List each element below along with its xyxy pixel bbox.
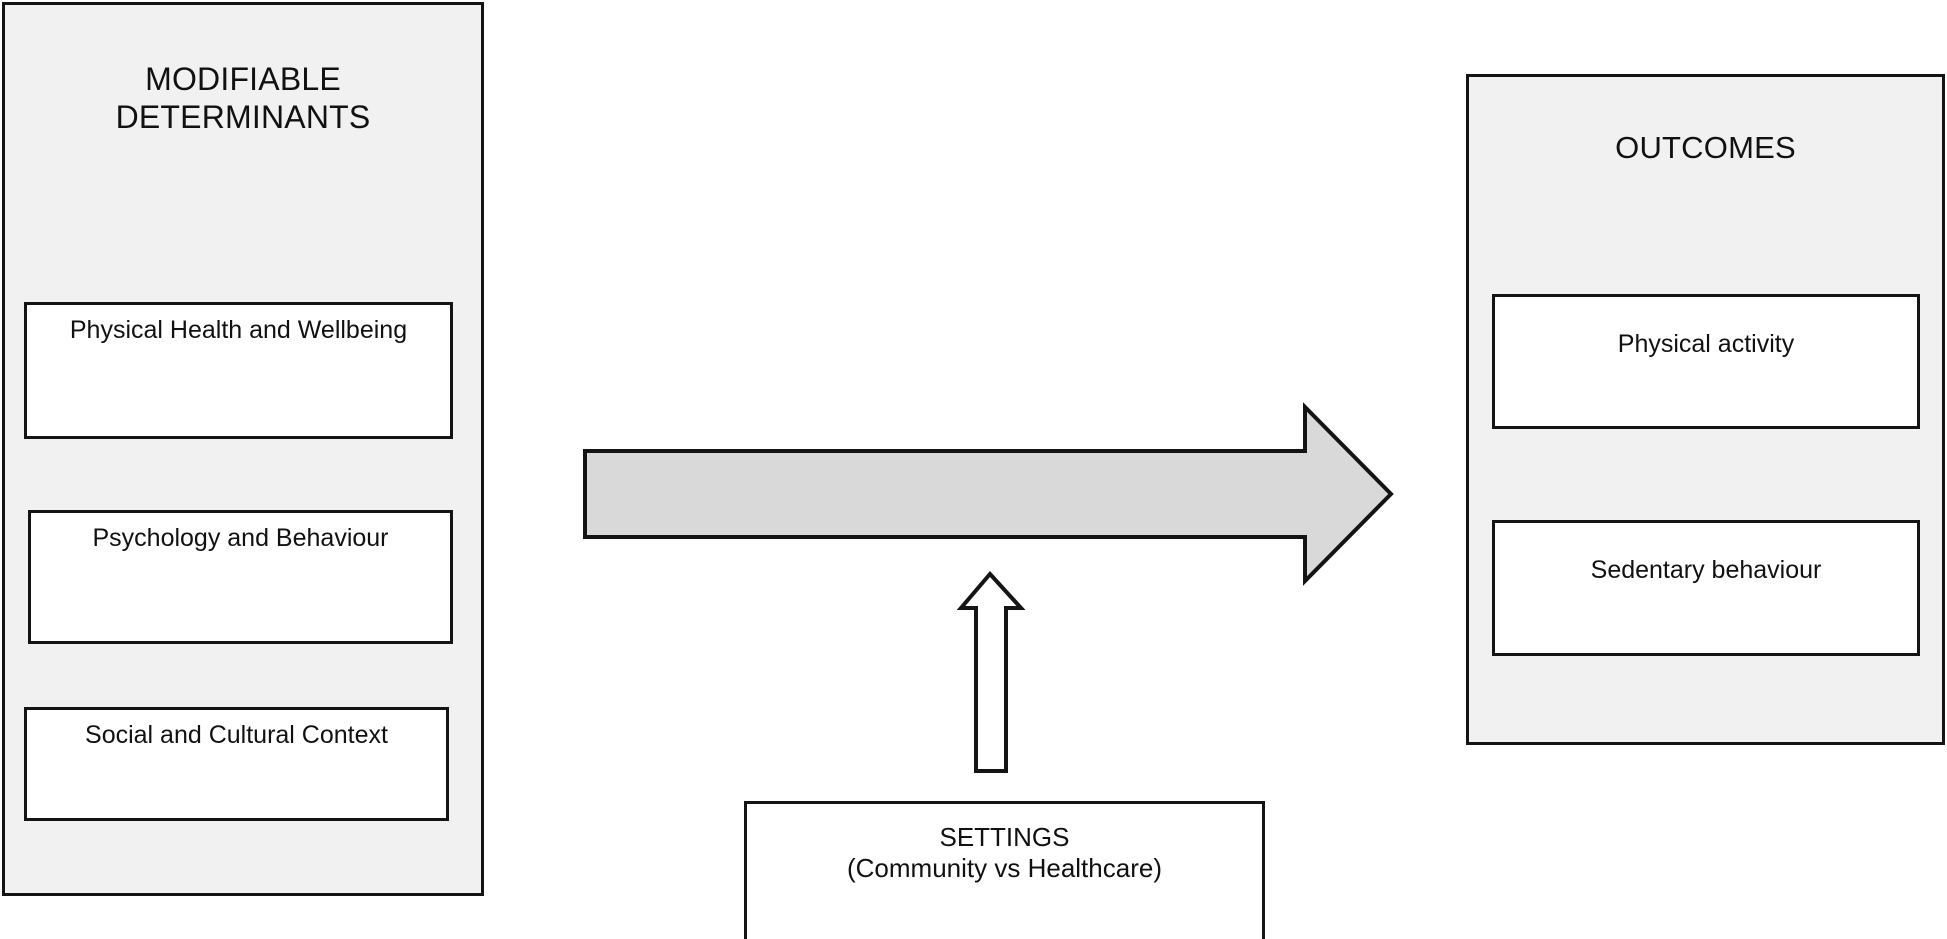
main-flow-arrow-right-icon xyxy=(583,402,1394,586)
settings-box-label: SETTINGS (Community vs Healthcare) xyxy=(747,822,1262,883)
outcome-box-sedentary-behaviour[interactable]: Sedentary behaviour xyxy=(1492,520,1920,656)
determinant-box-label: Social and Cultural Context xyxy=(85,721,388,749)
panel-title-modifiable-determinants: MODIFIABLE DETERMINANTS xyxy=(5,61,481,137)
determinant-box-label: Physical Health and Wellbeing xyxy=(69,316,408,344)
outcome-box-physical-activity[interactable]: Physical activity xyxy=(1492,294,1920,429)
determinant-box-social-cultural-context[interactable]: Social and Cultural Context xyxy=(24,707,449,821)
settings-heading: SETTINGS xyxy=(939,822,1070,852)
settings-box[interactable]: SETTINGS (Community vs Healthcare) xyxy=(744,801,1265,939)
determinant-box-physical-health[interactable]: Physical Health and Wellbeing xyxy=(24,302,453,439)
panel-title-outcomes: OUTCOMES xyxy=(1615,130,1796,165)
outcome-box-label: Physical activity xyxy=(1617,330,1795,358)
settings-moderator-arrow-up-icon xyxy=(956,570,1026,773)
panel-title-line-1: MODIFIABLE xyxy=(145,61,341,97)
settings-subtitle: (Community vs Healthcare) xyxy=(847,852,1162,883)
outcome-box-label: Sedentary behaviour xyxy=(1590,556,1822,584)
determinant-box-psychology-behaviour[interactable]: Psychology and Behaviour xyxy=(28,510,453,644)
panel-title-line-2: DETERMINANTS xyxy=(115,98,371,135)
determinant-box-label: Psychology and Behaviour xyxy=(92,524,389,552)
